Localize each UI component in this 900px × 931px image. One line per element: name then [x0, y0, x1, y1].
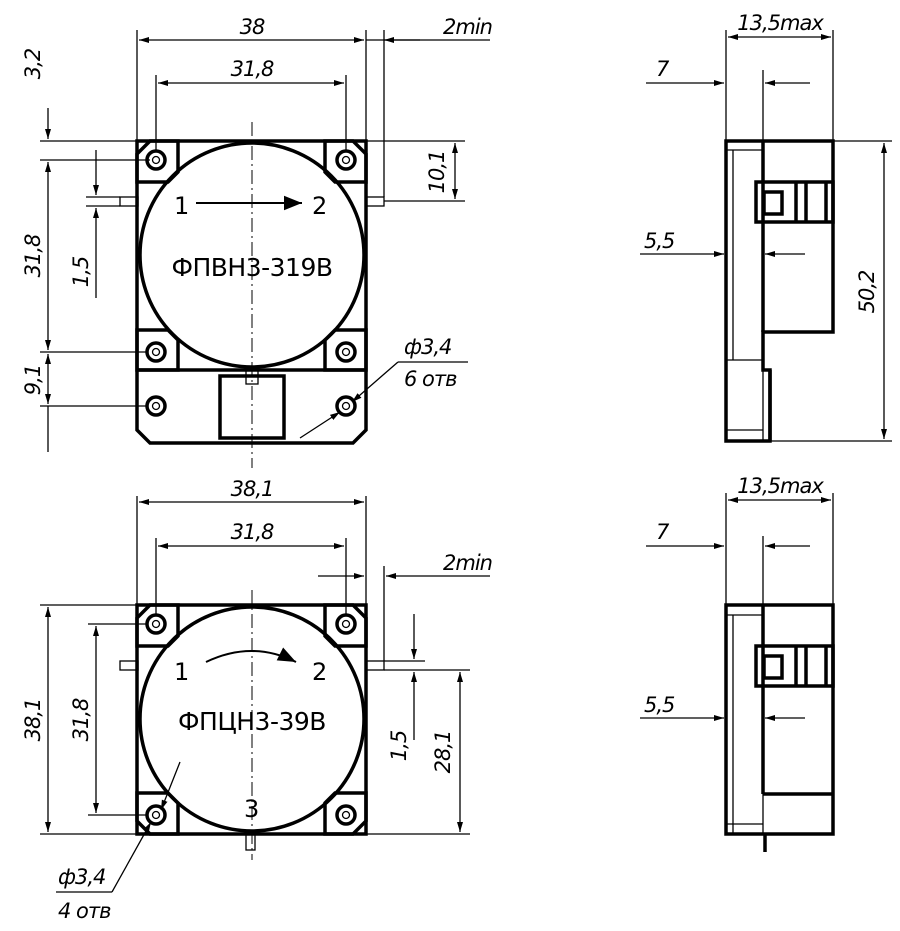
pin-bottom — [245, 833, 256, 851]
port-label-3: 3 — [244, 795, 259, 823]
port-label-in: 1 — [174, 192, 189, 220]
side-view-isolator — [724, 139, 835, 443]
dim-hole-spacing-v: 31,8 — [21, 234, 45, 277]
dim-hole-spacing-v: 31,8 — [69, 698, 93, 741]
dim-hole-dia: ф3,4 — [58, 865, 105, 889]
port-label-out: 2 — [312, 192, 327, 220]
port-label-2: 2 — [312, 658, 327, 686]
dim-thickness: 13,5max — [737, 474, 824, 498]
dim-hole-spacing-h: 31,8 — [231, 57, 274, 81]
dimensions-top-view-2: 38,1 31,8 2min 38,1 31,8 1,5 28,1 — [21, 477, 493, 923]
side-body-outline — [724, 603, 835, 836]
dim-hole-count: 6 отв — [404, 367, 457, 391]
side-view-circulator — [724, 603, 835, 852]
dim-height: 50,2 — [855, 270, 879, 313]
dimensions-side-view-2: 13,5max 7 5,5 — [640, 474, 834, 726]
dim-thickness: 13,5max — [737, 11, 824, 35]
dim-pin-offset: 10,1 — [425, 151, 449, 194]
top-view-circulator: 1 2 3 ФПЦН3-39В — [119, 590, 385, 860]
corner-pad — [135, 328, 180, 372]
dim-hole-count: 4 отв — [58, 899, 111, 923]
dim-step-mid: 5,5 — [644, 693, 675, 717]
dim-hole-dia: ф3,4 — [404, 335, 451, 359]
top-view-isolator: 1 2 ФПВН3-319В — [119, 122, 385, 468]
dim-step-top: 7 — [656, 520, 670, 544]
dim-overall-height: 38,1 — [21, 699, 45, 742]
dimensions-side-view-1: 13,5max 7 5,5 50,2 — [640, 11, 892, 442]
dim-overall-width: 38,1 — [231, 477, 274, 501]
side-body-outline — [724, 139, 835, 443]
isolator-body-outline — [135, 139, 368, 445]
dim-pin-length: 2min — [443, 15, 492, 39]
part-label: ФПЦН3-39В — [178, 707, 326, 736]
rotation-arrow — [205, 647, 297, 663]
dim-pin-height: 1,5 — [387, 730, 411, 761]
port-label-1: 1 — [174, 658, 189, 686]
dim-step-mid: 5,5 — [644, 229, 675, 253]
dim-top-offset: 3,2 — [21, 48, 45, 79]
dim-pin-length: 2min — [443, 551, 492, 575]
dim-bottom-offset: 9,1 — [21, 365, 45, 395]
dim-hole-spacing-h: 31,8 — [231, 520, 274, 544]
dim-pin-offset: 28,1 — [431, 731, 455, 774]
dim-step-top: 7 — [656, 57, 670, 81]
dim-overall-width: 38 — [240, 15, 265, 39]
part-label: ФПВН3-319В — [171, 253, 332, 282]
dimensions-top-view-1: 38 31,8 2min 3,2 31,8 9,1 1,5 10 — [21, 15, 493, 452]
pin-right — [365, 660, 385, 671]
dim-pin-height: 1,5 — [69, 256, 93, 287]
pin-right — [365, 196, 385, 207]
